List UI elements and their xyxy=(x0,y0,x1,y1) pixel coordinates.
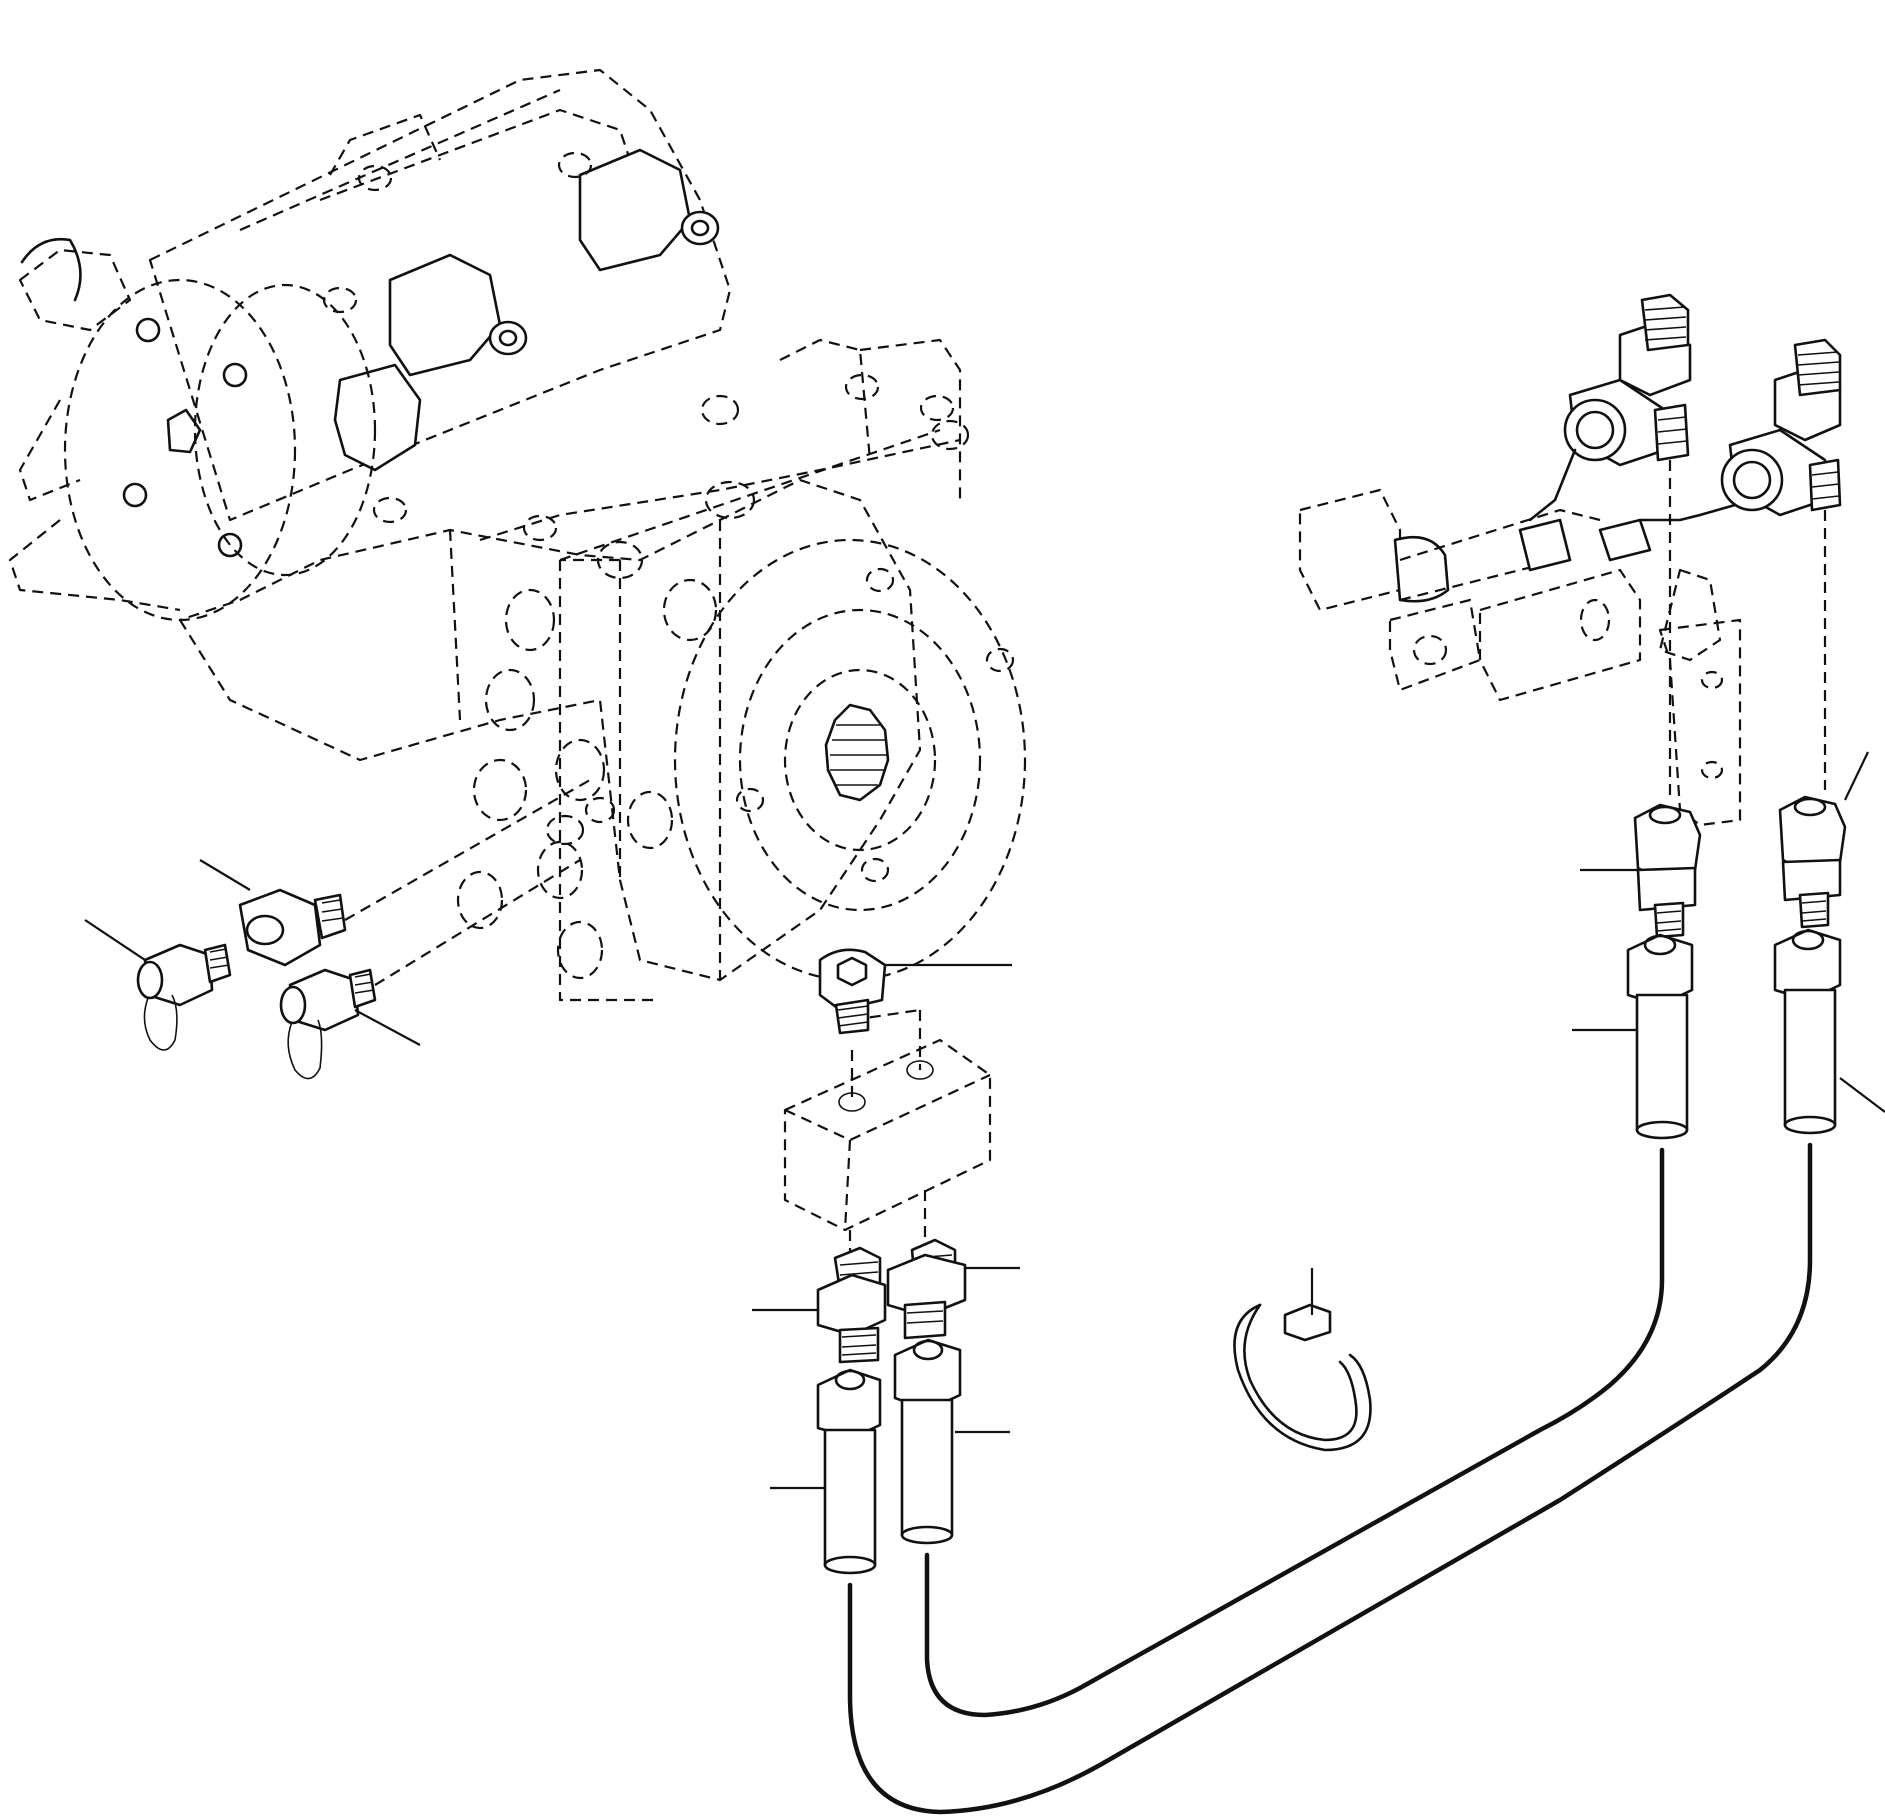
hose-end-2 xyxy=(893,1338,962,1545)
tee-fitting-2 xyxy=(1638,338,1842,522)
test-coupling-1 xyxy=(238,888,347,967)
callout-leaders xyxy=(84,751,1885,1490)
hydraulic-hose-2 xyxy=(924,1147,1665,1718)
adapter-fitting-2 xyxy=(886,1238,967,1340)
tee-fitting-1 xyxy=(1528,293,1692,522)
valve-assembly-right xyxy=(1298,488,1742,827)
straight-fitting-right-2 xyxy=(1778,795,1847,929)
hose-clamp xyxy=(1233,1303,1372,1452)
straight-fitting-right-1 xyxy=(1633,803,1702,939)
hydraulic-hose-1 xyxy=(847,1142,1813,1815)
quick-coupling-with-cap-1 xyxy=(136,943,232,1051)
hydraulic-pump-assembly xyxy=(8,68,1027,1002)
quick-coupling-with-cap-2 xyxy=(279,968,377,1080)
hose-end-1 xyxy=(816,1368,882,1575)
adapter-fitting-1 xyxy=(816,1246,887,1364)
socket-head-screw xyxy=(818,948,887,1035)
manifold-block xyxy=(783,1008,992,1270)
hose-end-right-2 xyxy=(1773,928,1842,1135)
hose-end-right-1 xyxy=(1626,933,1694,1140)
